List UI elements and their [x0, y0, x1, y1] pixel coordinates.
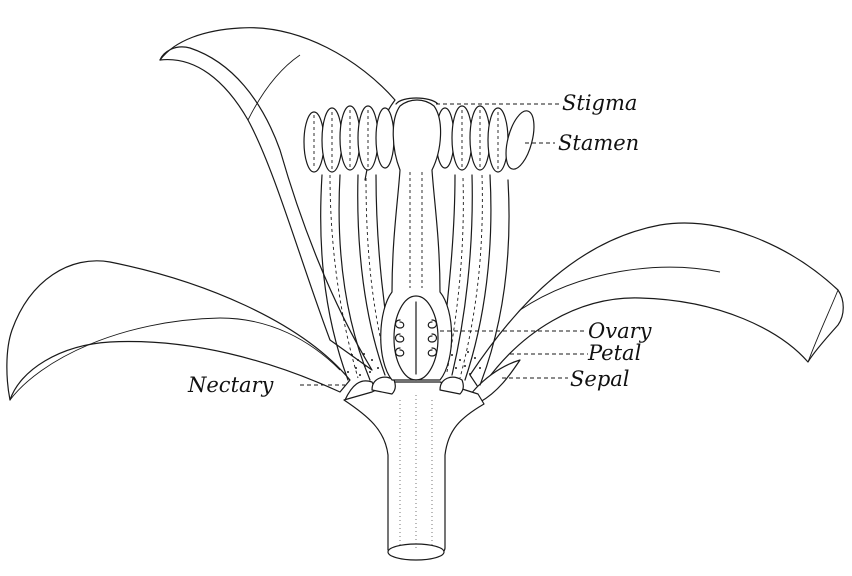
- label-stamen: Stamen: [558, 131, 639, 155]
- flower-stalk: [344, 382, 484, 558]
- label-sepal: Sepal: [570, 367, 630, 391]
- label-stigma: Stigma: [562, 91, 637, 115]
- label-ovary: Ovary: [588, 319, 653, 343]
- label-nectary: Nectary: [187, 373, 275, 397]
- label-petal: Petal: [587, 341, 641, 365]
- left-petal: [7, 261, 350, 400]
